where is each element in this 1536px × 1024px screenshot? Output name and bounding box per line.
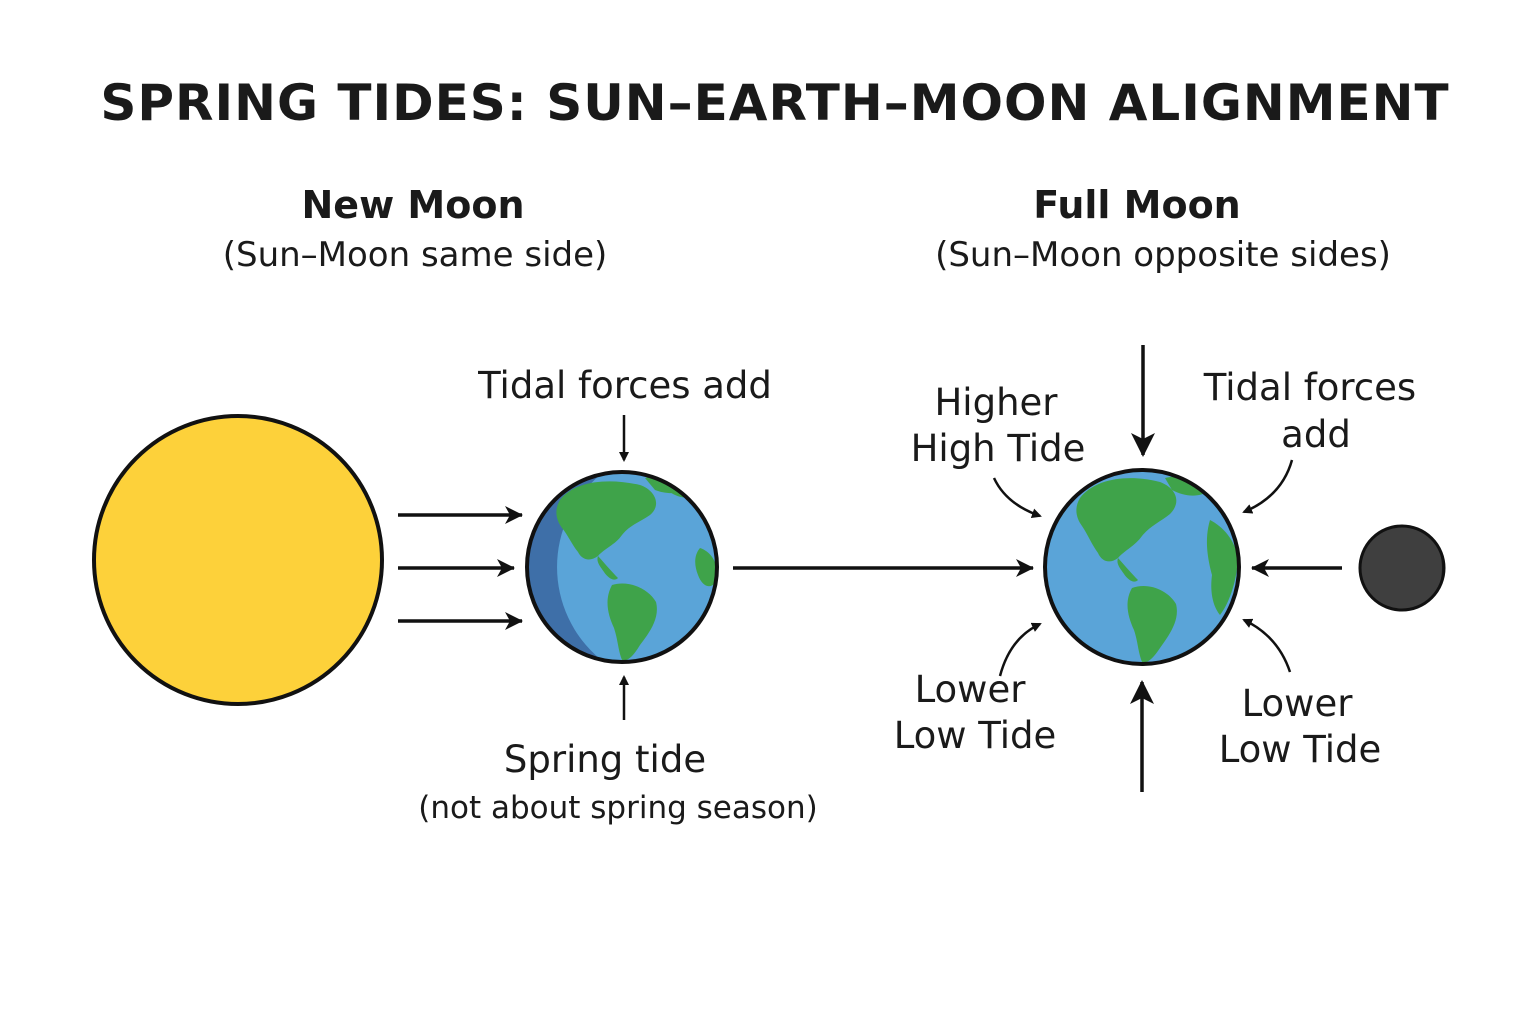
lower-low-tide-arrow-left [998, 622, 1042, 677]
lower-low-tide-left-line2: Low Tide [894, 714, 1057, 757]
lower-low-tide-arrow-right [1242, 618, 1292, 673]
full-moon-heading: Full Moon [1033, 183, 1240, 227]
sun-icon [92, 414, 384, 706]
earth-globe-icon [525, 470, 719, 664]
spring-tide-label: Spring tide [504, 738, 706, 781]
lower-low-tide-right-line2: Low Tide [1219, 728, 1382, 771]
higher-high-tide-label-line1: Higher [934, 381, 1058, 424]
new-moon-heading: New Moon [302, 183, 525, 227]
moon-icon [1358, 524, 1446, 612]
new-moon-subheading: (Sun–Moon same side) [223, 235, 608, 275]
tidal-forces-arrow [1242, 459, 1294, 514]
lower-low-tide-right-line1: Lower [1242, 682, 1354, 725]
full-moon-subheading: (Sun–Moon opposite sides) [935, 235, 1391, 275]
diagram-title: SPRING TIDES: SUN–EARTH–MOON ALIGNMENT [100, 74, 1449, 132]
spring-tide-note: (not about spring season) [418, 790, 817, 826]
sunlight-arrows [398, 506, 523, 630]
lower-low-tide-left-line1: Lower [915, 668, 1027, 711]
full-moon-tidal-forces-label-line1: Tidal forces [1203, 366, 1416, 409]
higher-high-tide-arrow [992, 477, 1042, 519]
full-moon-tidal-forces-label-line2: add [1281, 413, 1351, 456]
new-moon-tidal-forces-label: Tidal forces add [477, 364, 772, 407]
higher-high-tide-label-line2: High Tide [911, 427, 1086, 470]
earth-globe-icon-full-moon [1043, 468, 1241, 666]
